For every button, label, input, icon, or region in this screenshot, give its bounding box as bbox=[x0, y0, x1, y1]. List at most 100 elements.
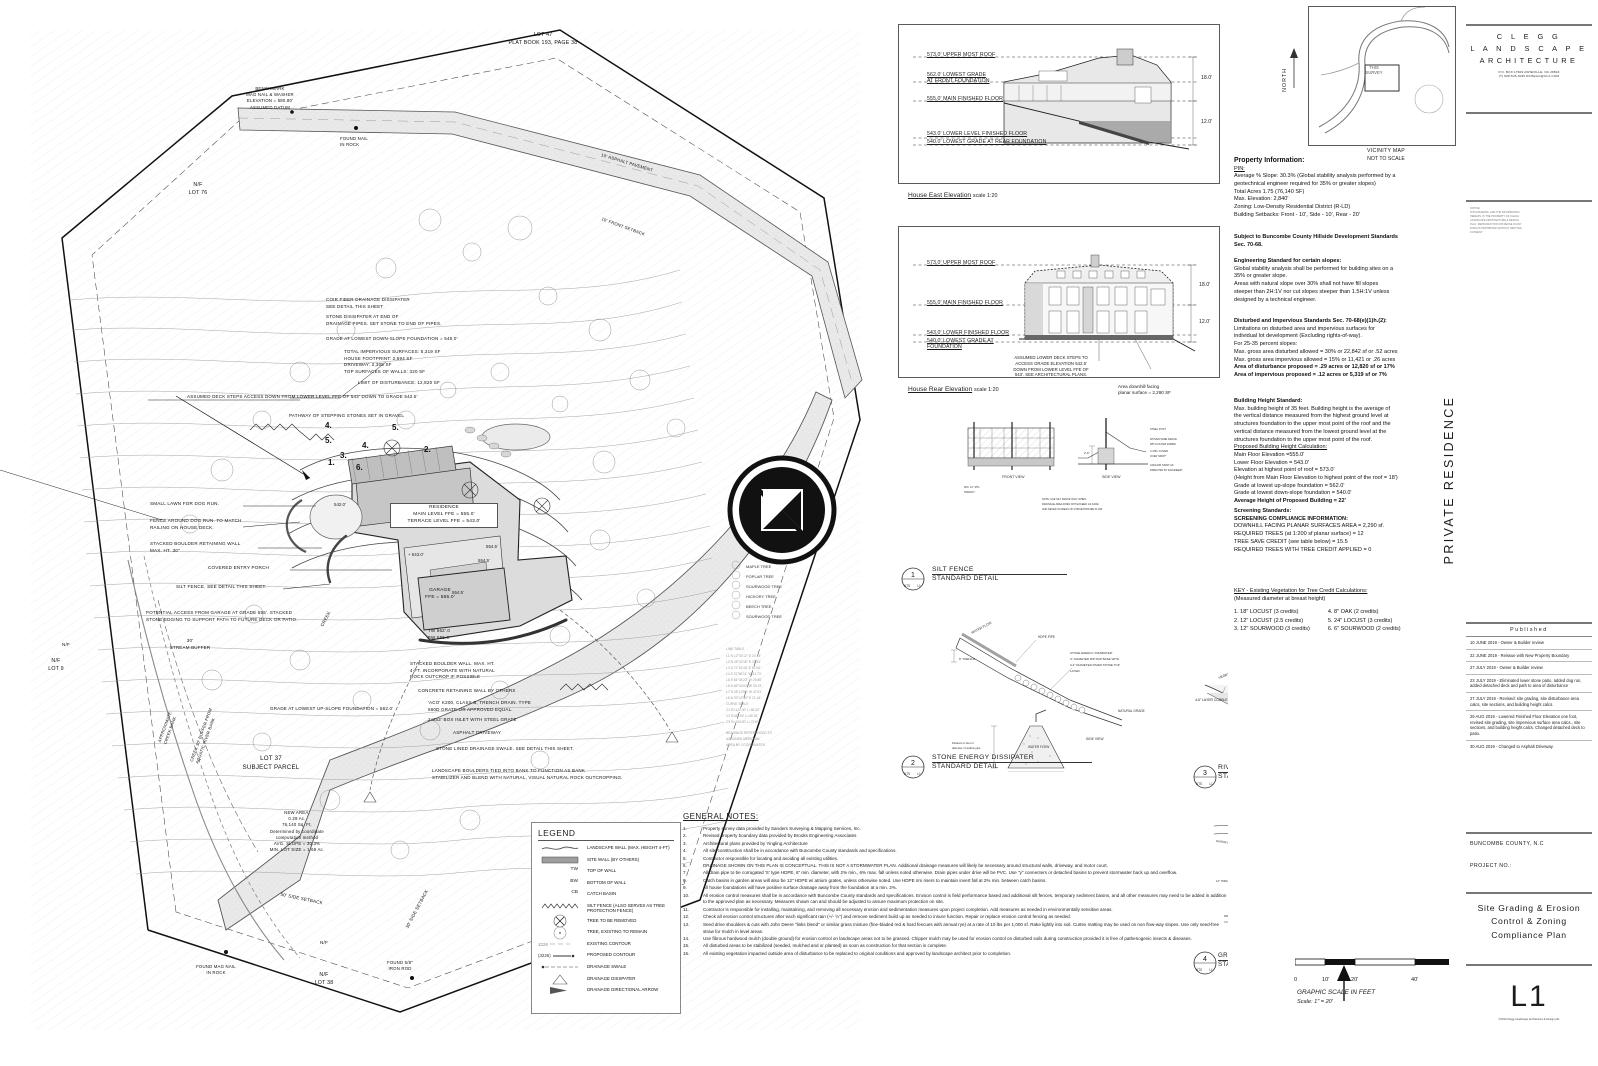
revision-list: Published 10 JUNE 2019 - Owner & Builder… bbox=[1466, 622, 1592, 822]
building-height-line-3: vertical distance measured from the lowe… bbox=[1234, 428, 1387, 435]
building-height-heading: Building Height Standard: bbox=[1234, 398, 1303, 404]
svg-text:HDPE PIPE: HDPE PIPE bbox=[1038, 635, 1055, 639]
residence-label: RESIDENCE MAIN LEVEL FFE = 555.0' TERRAC… bbox=[390, 503, 498, 528]
plan-annotation-benchmark: BENCHMARK MAG NAIL & WASHER ELEVATION = … bbox=[246, 86, 294, 110]
site-plan-drawing[interactable]: 4. 5. 1. 5. 4. 3. 2. 6. 542.0' 554.5' 55… bbox=[0, 0, 890, 1066]
firm-name-line2: L A N D S C A P E bbox=[1470, 43, 1588, 53]
revision-item: 10 JUNE 2019 - Owner & Builder review bbox=[1466, 637, 1592, 650]
county-label: BUNCOMBE COUNTY, N.C bbox=[1470, 841, 1544, 847]
building-height-line-4: structures foundation to the upper most … bbox=[1234, 436, 1373, 443]
rear-elev-dim-lower: 12.0' bbox=[1199, 319, 1211, 325]
svg-text:ANCHOR SKIRT AS: ANCHOR SKIRT AS bbox=[1150, 463, 1174, 467]
tree-key-heading: KEY - Existing Vegetation for Tree Credi… bbox=[1234, 588, 1368, 594]
property-info-line-2: geotechnical engineer required for 35% o… bbox=[1234, 181, 1376, 187]
legend-item-landscape-wall: LANDSCAPE WALL (MAX. HEIGHT 4-FT) bbox=[538, 844, 674, 853]
property-info-line-3: Total Acres 1.75 (76,140 SF) bbox=[1234, 188, 1305, 195]
general-note-text: Catch basins in garden areas will also b… bbox=[703, 877, 1047, 883]
svg-text:542.0': 542.0' bbox=[334, 502, 346, 507]
proposed-contour-value: (3226) bbox=[538, 953, 551, 959]
svg-text:WOVEN WIRE FENCE: WOVEN WIRE FENCE bbox=[1150, 437, 1177, 441]
svg-text:L3 S 71°18'40" E 52.06': L3 S 71°18'40" E 52.06' bbox=[726, 666, 761, 670]
lot-label: N/F LOT 38 bbox=[314, 972, 334, 986]
property-info-line-1: Average % Slope: 30.3% (Global stability… bbox=[1234, 173, 1396, 180]
plan-annotation-deck-steps: ASSUMED DECK STEPS ACCESS DOWN FROM LOWE… bbox=[187, 394, 418, 399]
existing-contour-value: 3226 bbox=[538, 941, 548, 947]
svg-text:BEECH TREE: BEECH TREE bbox=[746, 604, 772, 609]
svg-text:L1: L1 bbox=[1209, 782, 1213, 786]
rear-elevation-caption-title: House Rear Elevation bbox=[908, 386, 973, 393]
silt-fence-icon bbox=[538, 902, 582, 911]
legend-item-drainage-swale: DRAINAGE SWALE bbox=[538, 963, 674, 972]
svg-text:WATER FLOW: WATER FLOW bbox=[971, 620, 994, 635]
disturbed-line-3: Max. gross area disturbed allowed = 30% … bbox=[1234, 348, 1398, 355]
property-info-line-0: PIN: bbox=[1234, 165, 1245, 172]
rear-elev-label-grade-foundation: 540.0' LOWEST GRADE AT FOUNDATION bbox=[927, 338, 994, 350]
svg-text:OVER SKIRT": OVER SKIRT" bbox=[1150, 454, 1167, 458]
svg-text:L2 N 45°02'18" E 38.44': L2 N 45°02'18" E 38.44' bbox=[726, 660, 761, 664]
lot-label: LOT 47 PLAT BOOK 193, PAGE 38 bbox=[508, 32, 578, 46]
east-elev-label-main-floor: 555.0' MAIN FINISHED FLOOR bbox=[927, 96, 1003, 102]
tree-key-column-1: 1. 18" LOCUST (3 credits) 2. 12" LOCUST … bbox=[1234, 608, 1310, 633]
legend-item-cb: CB CATCH BASIN bbox=[538, 890, 674, 899]
legend-item-proposed-contour: (3226) PROPOSED CONTOUR bbox=[538, 951, 674, 960]
plan-annotation-limit-disturbance: LIMIT OF DISTURBANCE: 12,820 SF bbox=[358, 380, 440, 385]
revision-item: 30 AUG 2019 - Changed to Asphalt Drivewa… bbox=[1470, 743, 1554, 749]
plan-annotation-dog-fence: FENCE AROUND DOG RUN. TO MATCH RAILING O… bbox=[150, 518, 242, 530]
sheet-number: L1 bbox=[1510, 980, 1548, 1013]
rear-elev-label-roof: 573.0' UPPER MOST ROOF bbox=[927, 260, 996, 266]
detail-tag-3: 3 NTS L1 bbox=[1192, 764, 1218, 790]
disclaimer-cell: NOTICE: THIS DRAWING, AND THE INFORMATIO… bbox=[1466, 200, 1592, 622]
legend-item-dissipater: DRAINAGE DISSPATER bbox=[538, 974, 674, 984]
plan-annotation-found-nail: FOUND NAIL IN ROCK bbox=[340, 136, 369, 148]
disturbed-line-0: Limitations on disturbed area and imperv… bbox=[1234, 325, 1375, 332]
legend-label: TREE, EXISTING TO REMAIN bbox=[587, 929, 648, 935]
building-height-line-7: Lower Floor Elevation = 543.0' bbox=[1234, 459, 1309, 466]
building-height-block: Building Height Standard: Max. building … bbox=[1234, 398, 1456, 506]
legend-title: LEGEND bbox=[538, 828, 674, 841]
east-elev-label-front-grade: 562.0' LOWEST GRADE AT FRONT FOUNDATION bbox=[927, 72, 990, 84]
plan-annotation-drainage-swale: STONE LINED DRAINAGE SWALE. SEE DETAIL T… bbox=[436, 746, 574, 751]
zoning-notes-column: THIS SURVEY VICINITY MAP NOT TO SCALE NO… bbox=[1228, 0, 1475, 1066]
svg-text:3-4" DIAMETER RIVER STONE TOP: 3-4" DIAMETER RIVER STONE TOP bbox=[1070, 663, 1120, 667]
plan-annotation-stone-dissipater: STONE DISSIPATER AT END OF DRAINAGE PIPE… bbox=[326, 314, 442, 326]
lot-label: N/F LOT 76 bbox=[188, 182, 208, 196]
general-note-text: Contractor is responsible for installing… bbox=[703, 906, 1113, 912]
revision-header: Published bbox=[1466, 624, 1592, 637]
svg-text:5.: 5. bbox=[325, 436, 332, 445]
proposed-contour-icon: (3226) bbox=[538, 951, 582, 960]
existing-contour-icon: 3226 bbox=[538, 940, 582, 949]
svg-text:WITH FILTER FABRIC: WITH FILTER FABRIC bbox=[1150, 442, 1176, 446]
svg-text:NTS: NTS bbox=[904, 584, 910, 588]
svg-text:ASSUMED MERIDIAN: ASSUMED MERIDIAN bbox=[726, 737, 760, 741]
general-notes-title: GENERAL NOTES: bbox=[683, 812, 759, 821]
plan-annotation-iron-rod: FOUND 5/8" IRON ROD bbox=[387, 960, 413, 972]
plan-annotation-stream-buffer: 30' STREAM BUFFER bbox=[169, 638, 211, 650]
tree-key-item: 1. 18" LOCUST (3 credits) bbox=[1234, 609, 1299, 616]
plan-annotation-garage-access: POTENTIAL ACCESS FROM GARAGE AT GRADE 55… bbox=[146, 610, 298, 622]
svg-text:4: 4 bbox=[1203, 956, 1207, 963]
svg-text:WATER FLOW: WATER FLOW bbox=[1028, 745, 1049, 749]
svg-text:1: 1 bbox=[911, 572, 915, 579]
general-note-text: All existing vegetation impacted outside… bbox=[703, 950, 1012, 956]
detail-title-1: SILT FENCE STANDARD DETAIL bbox=[932, 566, 1067, 582]
plan-annotation-asphalt-driveway: ASPHALT DRIVEWAY bbox=[453, 730, 502, 735]
general-note-text: Check all erosion control structures aft… bbox=[703, 914, 1071, 920]
general-notes-block: GENERAL NOTES: 1.Property survey data pr… bbox=[683, 812, 1228, 958]
svg-text:L1 N 12°34'12" E 24.18': L1 N 12°34'12" E 24.18' bbox=[726, 654, 761, 658]
svg-text:MIN. 12" STD.: MIN. 12" STD. bbox=[964, 486, 980, 489]
svg-text:4" DIAMETER RIP RAP BASE WITH: 4" DIAMETER RIP RAP BASE WITH bbox=[1070, 657, 1119, 661]
svg-text:C2 R=85.50' L=40.18': C2 R=85.50' L=40.18' bbox=[726, 714, 758, 718]
vicinity-site-label: THIS SURVEY bbox=[1365, 65, 1383, 76]
tree-key-item: 2. 12" LOCUST (2.5 credits) bbox=[1234, 617, 1304, 624]
east-elevation-caption-scale: scale 1:20 bbox=[972, 193, 998, 199]
revision-item: 22 JUNE 2019 - Reissue with New Property… bbox=[1466, 650, 1592, 663]
disturbed-impervious-block: Disturbed and Impervious Standards Sec. … bbox=[1234, 318, 1456, 380]
vicinity-north-arrow-icon bbox=[1288, 48, 1300, 95]
svg-text:L4 S 22°56'11" W 41.73': L4 S 22°56'11" W 41.73' bbox=[726, 672, 762, 676]
svg-text:STEEL POST: STEEL POST bbox=[1150, 427, 1166, 431]
general-note-text: Contractor responsible for locating and … bbox=[703, 855, 839, 861]
svg-text:2'-6": 2'-6" bbox=[1084, 451, 1090, 455]
tree-key-item: 3. 12" SOURWOOD (3 credits) bbox=[1234, 626, 1310, 633]
plan-annotation-stepping-stones: PATHWAY OF STEPPING STONES SET IN GRAVEL bbox=[289, 413, 405, 418]
general-note-row: 15.All disturbed areas to be stabilized … bbox=[683, 943, 1228, 950]
